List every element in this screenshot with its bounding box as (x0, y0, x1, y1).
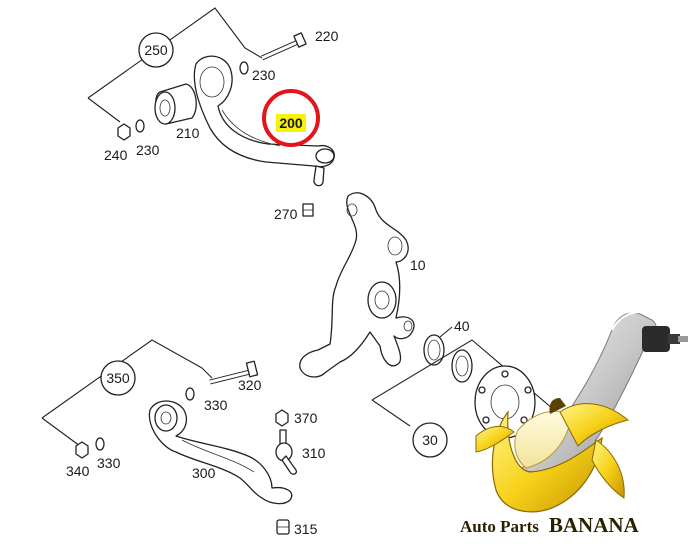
callout-370: 370 (294, 410, 318, 426)
bushing-210-icon (154, 83, 197, 125)
callout-circle-250 (138, 32, 174, 68)
callout-270: 270 (274, 206, 298, 222)
nut-340-icon (75, 441, 89, 459)
upper-arm-group: 250 220 230 200 210 240 (87, 7, 339, 222)
steering-knuckle-icon (299, 192, 415, 378)
lower-control-arm-icon (148, 400, 293, 505)
callout-340: 340 (66, 463, 90, 479)
washer-230-left-icon (135, 119, 145, 133)
nut-270-icon (302, 203, 314, 217)
callout-240: 240 (104, 147, 128, 163)
callout-230-left: 230 (136, 142, 160, 158)
bearing-40-icon (451, 349, 473, 383)
callout-350: 350 (106, 370, 130, 386)
upper-control-arm-icon (193, 55, 335, 168)
callout-30: 30 (422, 432, 438, 448)
callout-320: 320 (238, 377, 262, 393)
callout-230-top: 230 (252, 67, 276, 83)
seal-40-icon (423, 334, 445, 366)
brand-name: BANANA (549, 513, 640, 537)
ball-joint-stud-icon (313, 165, 325, 187)
callout-310: 310 (302, 445, 326, 461)
washer-230-top-icon (239, 61, 249, 75)
washer-330-top-icon (185, 387, 195, 401)
brand-prefix: Auto Parts (460, 517, 539, 536)
highlight-ring (262, 89, 320, 147)
callout-250: 250 (144, 42, 168, 58)
bolt-220-icon (260, 32, 307, 61)
callout-circle-30 (412, 422, 448, 458)
callout-210: 210 (176, 125, 200, 141)
nut-240-icon (117, 123, 131, 141)
brand-text: Auto Parts BANANA (460, 513, 640, 537)
callout-330-left: 330 (97, 455, 121, 471)
nut-370-icon (275, 409, 289, 427)
callout-200[interactable]: 200 (279, 115, 303, 131)
callout-40: 40 (454, 318, 470, 334)
banana-icon (475, 398, 630, 513)
callout-10: 10 (410, 257, 426, 273)
callout-315: 315 (294, 521, 318, 537)
lower-arm-group: 350 320 330 300 340 330 370 310 (41, 339, 326, 537)
steering-knuckle-group (299, 192, 415, 378)
callout-300: 300 (192, 465, 216, 481)
bolt-320-icon (209, 360, 259, 385)
callout-220: 220 (315, 28, 339, 44)
ball-joint-310-icon (275, 429, 298, 475)
nut-315-icon (276, 519, 290, 535)
hub-group: 30 (371, 339, 581, 458)
highlight-fill (276, 114, 306, 132)
washer-330-left-icon (95, 437, 105, 451)
callout-circle-350 (100, 360, 136, 396)
callout-330-top: 330 (204, 397, 228, 413)
